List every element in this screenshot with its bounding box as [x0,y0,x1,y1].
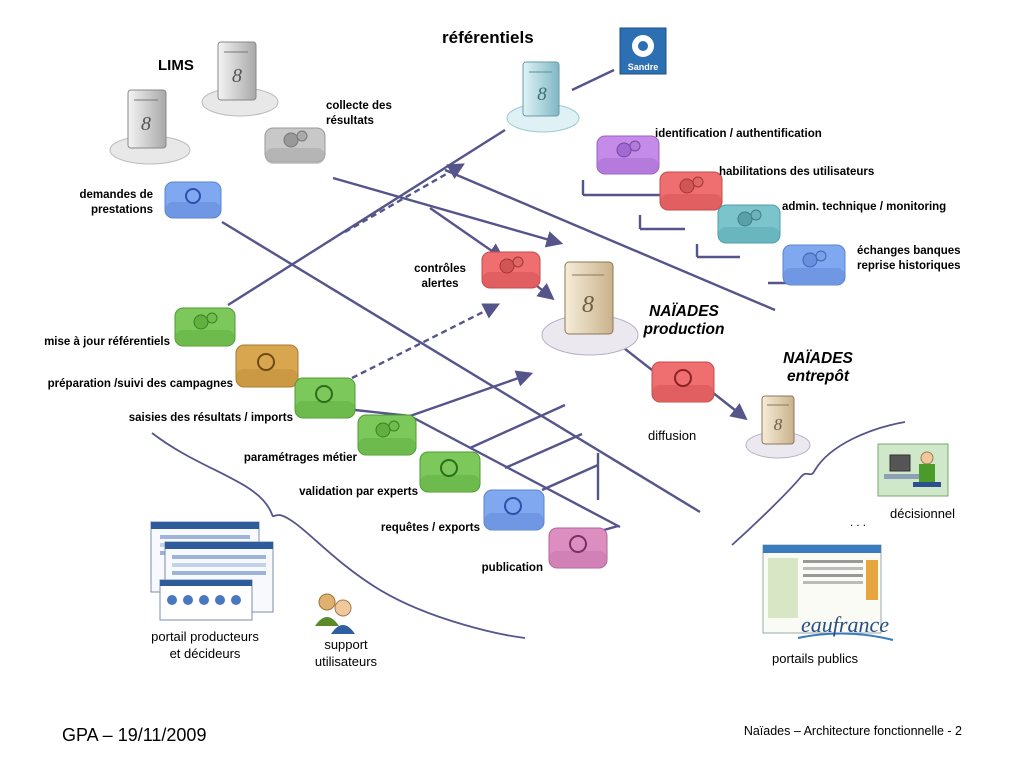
sandre-logo-icon: Sandre [619,27,667,75]
publication-label: publication [481,562,543,574]
eaufrance-logo: eaufrance [797,612,894,641]
eaufrance-portal-screenshot-icon [762,544,882,634]
support-users-icon [315,593,355,634]
validation-label: validation par experts [299,486,418,498]
sandre-logo-text: Sandre [628,62,659,72]
decisionnel-computer-user-icon [877,443,949,497]
naiades-production-server-icon: 8 [541,261,639,356]
svg-text:8: 8 [537,84,547,105]
preparation-label: préparation /suivi des campagnes [47,378,233,390]
requetes-label: requêtes / exports [380,522,480,534]
left-brace [151,432,526,639]
validation-cycle-icon [419,451,481,493]
diffusion-cycle-icon [651,361,715,403]
demandes-cycle-icon [164,181,222,219]
publication-cycle-icon [548,527,608,569]
saisies-cycle-icon [294,377,356,419]
identification-gear-icon [596,135,660,175]
naiades-entrepot-server-icon: 8 [745,395,811,459]
ellipsis-label: . . . [850,517,866,529]
habilitations-gear-icon [659,171,723,211]
lims-server-icon: 8 [109,89,191,165]
lims-label: LIMS [158,57,194,74]
portail-producteurs-screenshots-icon [150,521,274,621]
connector-lines [221,68,795,532]
lims-server-icon-2: 8 [201,41,279,117]
footer-page-title: Naïades – Architecture fonctionnelle - 2 [743,724,962,738]
diffusion-label: diffusion [648,428,697,443]
dashed-arrows [344,163,501,380]
svg-text:8: 8 [141,113,151,135]
svg-text:8: 8 [582,292,594,318]
svg-text:8: 8 [774,415,783,434]
habilitations-label: habilitations des utilisateurs [719,166,875,178]
admin-gear-icon [717,204,781,244]
eaufrance-logo-text: eaufrance [801,612,889,637]
referentiels-server-icon: 8 [506,61,580,133]
right-brace [731,421,906,546]
admin-label: admin. technique / monitoring [782,201,947,213]
portails-publics-label: portails publics [772,651,858,666]
footer-date: GPA – 19/11/2009 [62,725,207,745]
controles-gear-icon [481,251,541,289]
mise-a-jour-label: mise à jour référentiels [44,336,170,348]
parametrages-gear-icon [357,414,417,456]
saisies-label: saisies des résultats / imports [128,412,293,424]
decisionnel-label: décisionnel [890,506,956,521]
referentiels-label: référentiels [442,28,534,47]
requetes-cycle-icon [483,489,545,531]
collecte-gear-icon [264,127,326,164]
preparation-cycle-icon [235,344,299,388]
parametrages-label: paramétrages métier [243,452,357,464]
identification-label: identification / authentification [655,128,822,140]
echanges-gear-icon [782,244,846,286]
svg-text:8: 8 [232,65,242,87]
module-boxes [164,127,846,569]
mise-a-jour-gear-icon [174,307,236,347]
